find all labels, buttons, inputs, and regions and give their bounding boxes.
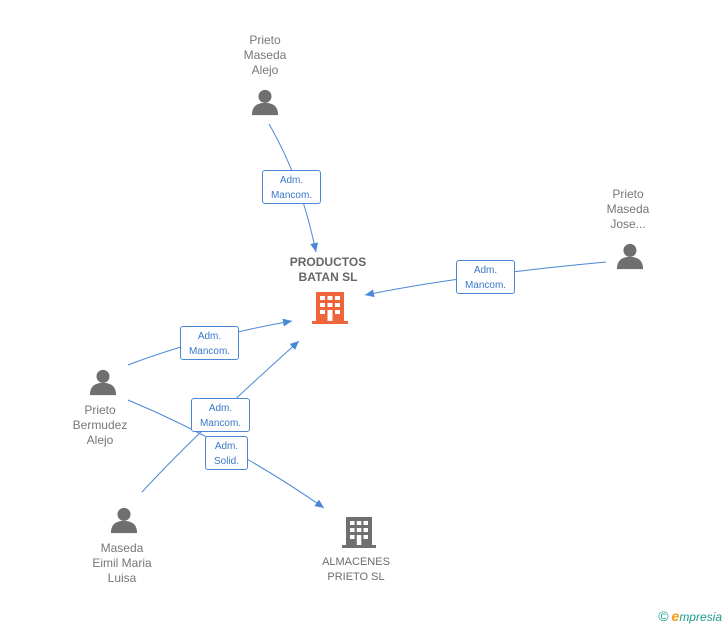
company-label-productos-batan[interactable]: PRODUCTOS BATAN SL [289,255,367,284]
company-label-almacenes-prieto[interactable]: ALMACENES PRIETO SL [322,556,390,583]
person-label-prieto-maseda-jose[interactable]: Prieto Maseda Jose... [606,187,650,231]
edge-label-adm-mancom: Adm. Mancom. [180,326,239,360]
empresia-logo: ©empresia [658,608,722,624]
edge-label-adm-mancom: Adm. Mancom. [191,398,250,432]
building-icon[interactable] [342,517,376,548]
copyright-symbol: © [658,608,669,624]
person-label-prieto-maseda-alejo[interactable]: Prieto Maseda Alejo [243,33,287,77]
edge-label-adm-mancom: Adm. Mancom. [456,260,515,294]
person-label-prieto-bermudez-alejo[interactable]: Prieto Bermudez Alejo [72,403,128,447]
edge-label-adm-solid: Adm. Solid. [205,436,248,470]
person-icon[interactable] [251,89,279,116]
person-icon[interactable] [616,243,644,270]
brand-initial: e [671,608,680,624]
building-icon[interactable] [312,292,348,324]
person-icon[interactable] [89,369,117,396]
brand-name: mpresia [679,610,722,624]
person-icon[interactable] [110,507,138,534]
person-label-maseda-eimil-maria-luisa[interactable]: Maseda Eimil Maria Luisa [92,541,152,585]
edge-label-adm-mancom: Adm. Mancom. [262,170,321,204]
